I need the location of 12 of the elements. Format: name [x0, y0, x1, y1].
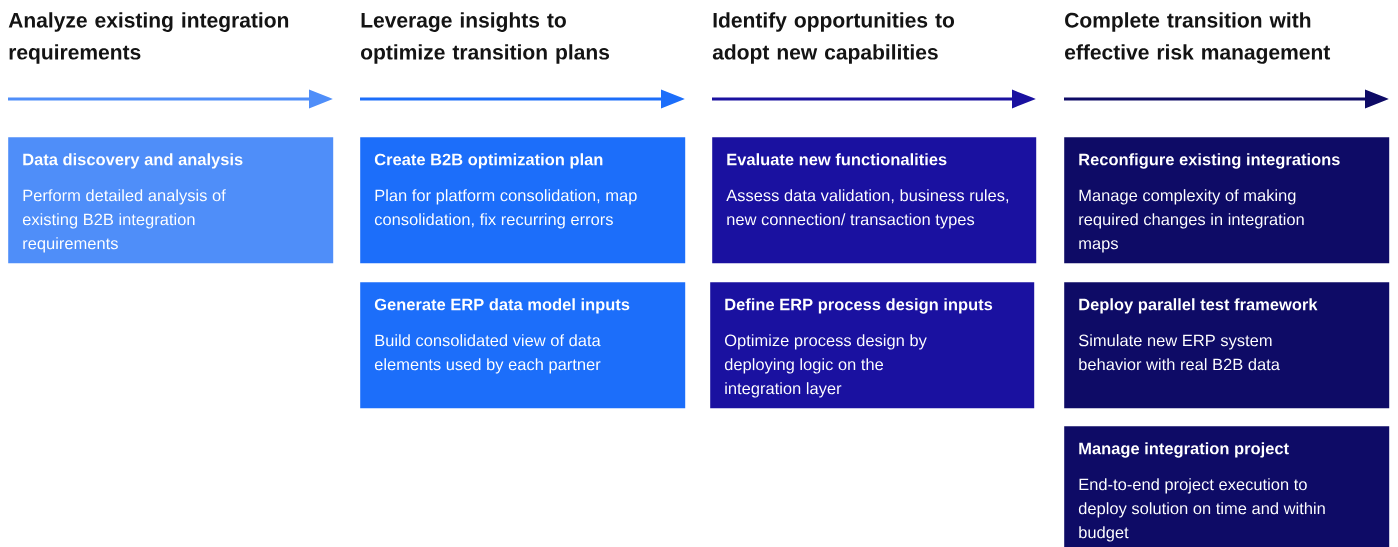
task-box: Manage integration project End-to-end project execution to deploy solution on time and within budget — [1064, 426, 1390, 547]
task-box: Define ERP process design inputs Optimize process design by deploying logic on the integration layer — [710, 282, 1035, 409]
task-box: Evaluate new functionalities Assess data validation, business rules, new connection/ transaction types — [712, 137, 1037, 264]
column-heading: Complete transition with effective risk management — [1065, 12, 1331, 64]
column-heading: Leverage insights to optimize transition plans — [361, 12, 610, 64]
task-box: Generate ERP data model inputs Build consolidated view of data elements used by each partner — [360, 282, 686, 409]
task-box: Data discovery and analysis Perform detailed analysis of existing B2B integration requirements — [8, 137, 334, 264]
task-box: Create B2B optimization plan Plan for platform consolidation, map consolidation, fix recurring errors — [360, 137, 686, 264]
task-box: Reconfigure existing integrations Manage complexity of making required changes in integration maps — [1064, 137, 1390, 264]
column-heading: Analyze existing integration requirements — [8, 12, 289, 64]
column-heading: Identify opportunities to adopt new capabilities — [712, 12, 955, 64]
task-box: Deploy parallel test framework Simulate new ERP system behavior with real B2B data — [1064, 282, 1390, 409]
